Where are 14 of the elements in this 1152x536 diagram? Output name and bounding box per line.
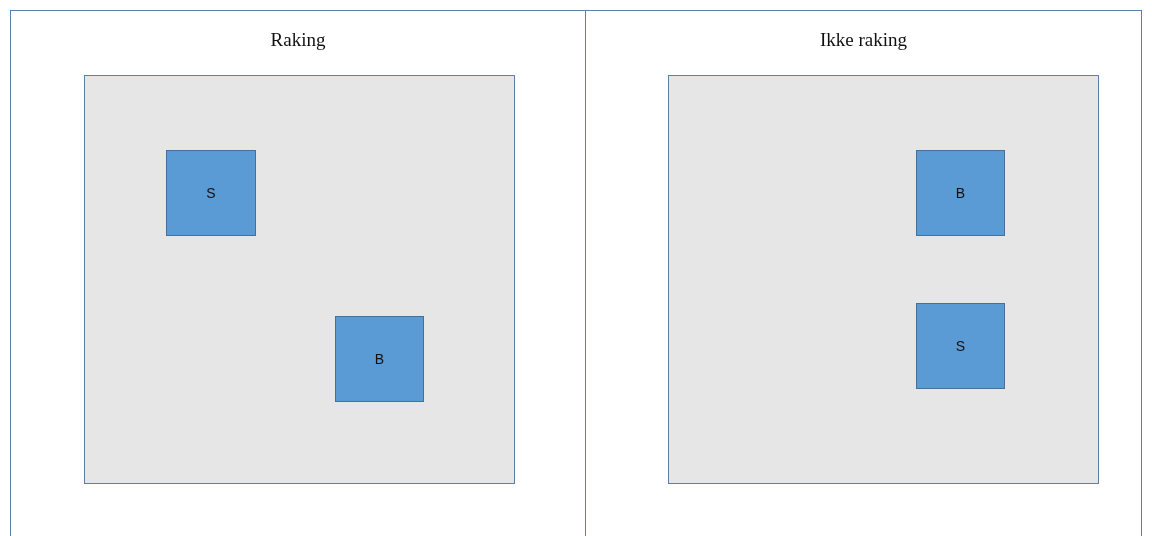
field-area [84,75,515,484]
square-box [335,316,424,402]
square-box [166,150,256,236]
square-box [916,303,1005,389]
square-label: S [955,338,966,354]
panel-heading: Ikke raking [818,29,909,51]
panel [10,10,586,536]
panel [585,10,1142,536]
square-label: B [955,185,966,201]
panel-heading: Raking [269,29,327,51]
square-box [916,150,1005,236]
square-label: B [374,351,385,367]
square-label: S [206,185,216,201]
field-area [668,75,1099,484]
